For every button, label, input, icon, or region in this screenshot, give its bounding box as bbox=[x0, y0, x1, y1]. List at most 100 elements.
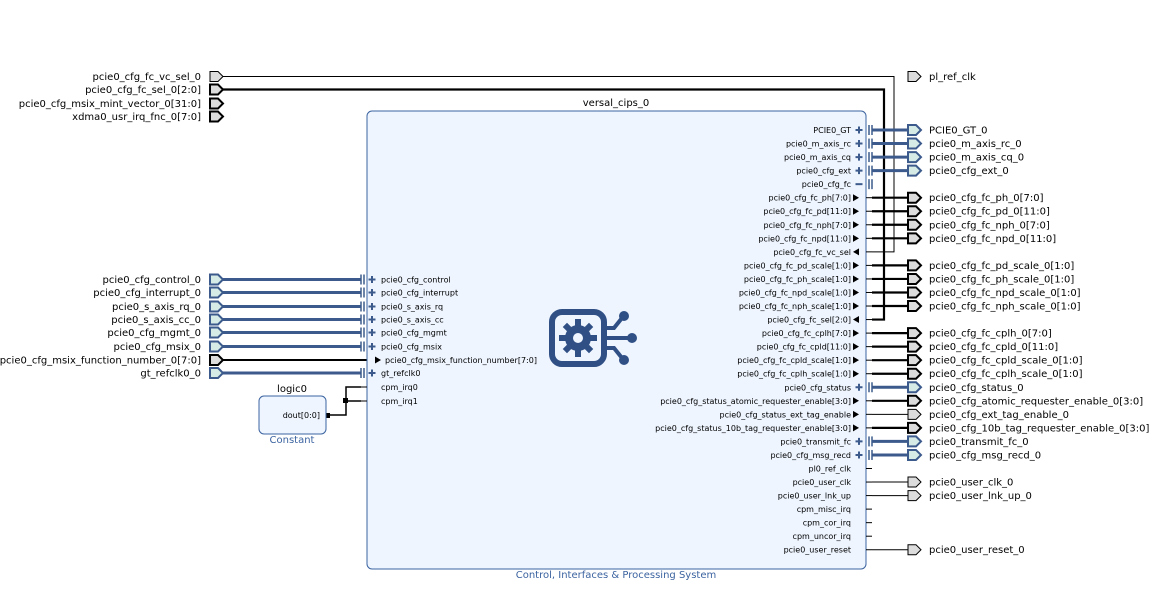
port-xdma0-usr-irq-fnc-0-7-0[interactable]: xdma0_usr_irq_fnc_0[7:0] bbox=[72, 110, 225, 124]
expand-plus-icon[interactable] bbox=[855, 451, 863, 459]
pin-left-pcie0-cfg-control[interactable]: pcie0_cfg_control bbox=[360, 274, 451, 285]
port-arrow-icon[interactable] bbox=[907, 367, 923, 380]
port-arrow-icon[interactable] bbox=[907, 408, 922, 420]
port-pcie0-cfg-fc-cplh-0-7-0[interactable]: pcie0_cfg_fc_cplh_0[7:0] bbox=[907, 327, 1052, 340]
pin-right-pcie0-cfg-fc-npd-scale-1-0[interactable]: pcie0_cfg_fc_npd_scale[1:0] bbox=[739, 288, 872, 297]
pin-right-pcie0-cfg-status-ext-tag-enable[interactable]: pcie0_cfg_status_ext_tag_enable bbox=[720, 410, 872, 419]
pin-right-pcie0-m-axis-rc[interactable]: pcie0_m_axis_rc bbox=[786, 138, 873, 149]
port-pcie0-cfg-msix-0[interactable]: pcie0_cfg_msix_0 bbox=[113, 340, 225, 354]
expand-plus-icon[interactable] bbox=[368, 369, 376, 377]
port-arrow-icon[interactable] bbox=[209, 326, 225, 339]
port-gt-refclk0-0[interactable]: gt_refclk0_0 bbox=[140, 367, 225, 380]
pin-right-pl0-ref-clk[interactable]: pl0_ref_clk bbox=[809, 465, 873, 474]
port-arrow-icon[interactable] bbox=[209, 286, 225, 299]
constant-block[interactable]: logic0 dout[0:0] Constant bbox=[258, 384, 327, 446]
pin-left-pcie0-s-axis-rq[interactable]: pcie0_s_axis_rq bbox=[360, 301, 443, 312]
port-pcie0-cfg-control-0[interactable]: pcie0_cfg_control_0 bbox=[102, 273, 225, 287]
pin-right-pcie0-cfg-fc-npd-11-0[interactable]: pcie0_cfg_fc_npd[11:0] bbox=[758, 234, 872, 243]
pin-right-pcie0-cfg-fc-vc-sel[interactable]: pcie0_cfg_fc_vc_sel bbox=[773, 248, 872, 257]
pin-right-pcie0-cfg-fc-cpld-scale-1-0[interactable]: pcie0_cfg_fc_cpld_scale[1:0] bbox=[737, 356, 872, 365]
pin-right-cpm-uncor-irq[interactable]: cpm_uncor_irq bbox=[793, 532, 872, 541]
port-pcie0-user-clk-0[interactable]: pcie0_user_clk_0 bbox=[907, 476, 1013, 489]
port-arrow-icon[interactable] bbox=[209, 300, 225, 313]
port-arrow-icon[interactable] bbox=[907, 124, 923, 136]
pin-right-pcie0-user-reset[interactable]: pcie0_user_reset bbox=[784, 546, 872, 555]
port-pcie0-cfg-ext-0[interactable]: pcie0_cfg_ext_0 bbox=[907, 164, 1009, 178]
port-arrow-icon[interactable] bbox=[907, 448, 923, 461]
port-pcie0-cfg-msix-mint-vector-0-31-0[interactable]: pcie0_cfg_msix_mint_vector_0[31:0] bbox=[19, 97, 225, 111]
port-pcie0-cfg-msg-recd-0[interactable]: pcie0_cfg_msg_recd_0 bbox=[907, 448, 1041, 462]
port-pcie0-cfg-fc-nph-0-7-0[interactable]: pcie0_cfg_fc_nph_0[7:0] bbox=[907, 218, 1050, 232]
expand-plus-icon[interactable] bbox=[855, 383, 863, 391]
port-pcie0-cfg-fc-cplh-scale-0-1-0[interactable]: pcie0_cfg_fc_cplh_scale_0[1:0] bbox=[907, 367, 1083, 381]
port-pcie0-cfg-fc-cpld-0-11-0[interactable]: pcie0_cfg_fc_cpld_0[11:0] bbox=[907, 340, 1058, 354]
port-arrow-icon[interactable] bbox=[907, 205, 923, 218]
port-pcie0-gt-0[interactable]: PCIE0_GT_0 bbox=[907, 124, 988, 137]
versal-cips-block[interactable]: versal_cips_0 Control, Interfaces & Proc… bbox=[366, 98, 867, 581]
port-arrow-icon[interactable] bbox=[209, 313, 225, 326]
port-arrow-icon[interactable] bbox=[209, 340, 225, 353]
port-arrow-icon[interactable] bbox=[209, 367, 225, 379]
port-arrow-icon[interactable] bbox=[907, 381, 923, 394]
port-pcie0-m-axis-rc-0[interactable]: pcie0_m_axis_rc_0 bbox=[907, 137, 1022, 151]
expand-plus-icon[interactable] bbox=[855, 167, 863, 175]
pin-right-pcie0-cfg-fc-pd-11-0[interactable]: pcie0_cfg_fc_pd[11:0] bbox=[763, 207, 872, 216]
port-pcie0-cfg-status-0[interactable]: pcie0_cfg_status_0 bbox=[907, 381, 1024, 394]
port-arrow-icon[interactable] bbox=[907, 191, 923, 204]
pin-right-pcie0-cfg-fc-cpld-11-0[interactable]: pcie0_cfg_fc_cpld[11:0] bbox=[757, 343, 872, 352]
port-arrow-icon[interactable] bbox=[907, 421, 923, 434]
pin-right-pcie0-cfg-status[interactable]: pcie0_cfg_status bbox=[784, 382, 873, 393]
port-pcie0-m-axis-cq-0[interactable]: pcie0_m_axis_cq_0 bbox=[907, 151, 1024, 164]
port-pcie0-cfg-fc-pd-0-11-0[interactable]: pcie0_cfg_fc_pd_0[11:0] bbox=[907, 205, 1050, 218]
pin-right-cpm-cor-irq[interactable]: cpm_cor_irq bbox=[803, 519, 872, 528]
pin-right-pcie0-cfg-fc-cplh-scale-1-0[interactable]: pcie0_cfg_fc_cplh_scale[1:0] bbox=[737, 370, 872, 379]
pin-right-pcie0-cfg-msg-recd[interactable]: pcie0_cfg_msg_recd bbox=[770, 449, 873, 460]
port-arrow-icon[interactable] bbox=[907, 544, 922, 556]
pin-right-pcie0-cfg-fc-pd-scale-1-0[interactable]: pcie0_cfg_fc_pd_scale[1:0] bbox=[744, 261, 872, 270]
port-arrow-icon[interactable] bbox=[907, 232, 923, 245]
port-pcie0-cfg-interrupt-0[interactable]: pcie0_cfg_interrupt_0 bbox=[93, 286, 225, 300]
port-arrow-icon[interactable] bbox=[907, 340, 923, 353]
expand-plus-icon[interactable] bbox=[368, 343, 376, 350]
port-arrow-icon[interactable] bbox=[209, 97, 225, 110]
port-arrow-icon[interactable] bbox=[907, 435, 923, 448]
pin-right-pcie0-cfg-fc-nph-7-0[interactable]: pcie0_cfg_fc_nph[7:0] bbox=[763, 221, 872, 230]
port-arrow-icon[interactable] bbox=[907, 259, 923, 272]
pin-right-pcie0-cfg-fc-ph-7-0[interactable]: pcie0_cfg_fc_ph[7:0] bbox=[769, 194, 872, 203]
port-pcie0-cfg-fc-pd-scale-0-1-0[interactable]: pcie0_cfg_fc_pd_scale_0[1:0] bbox=[907, 259, 1074, 272]
port-pcie0-cfg-msix-function-number-0-7-0[interactable]: pcie0_cfg_msix_function_number_0[7:0] bbox=[0, 354, 225, 367]
port-arrow-icon[interactable] bbox=[907, 164, 923, 177]
port-arrow-icon[interactable] bbox=[907, 300, 923, 313]
constant-block-body[interactable] bbox=[258, 395, 327, 435]
port-pcie0-cfg-fc-npd-0-11-0[interactable]: pcie0_cfg_fc_npd_0[11:0] bbox=[907, 232, 1056, 245]
pin-right-pcie0-user-clk[interactable]: pcie0_user_clk bbox=[793, 478, 872, 487]
port-pcie0-cfg-10b-tag-requester-enable-0-3-0[interactable]: pcie0_cfg_10b_tag_requester_enable_0[3:0… bbox=[907, 421, 1150, 435]
expand-plus-icon[interactable] bbox=[368, 289, 376, 296]
pin-left-pcie0-cfg-mgmt[interactable]: pcie0_cfg_mgmt bbox=[360, 327, 447, 338]
expand-plus-icon[interactable] bbox=[855, 153, 863, 161]
port-arrow-icon[interactable] bbox=[209, 83, 225, 96]
pin-left-pcie0-s-axis-cc[interactable]: pcie0_s_axis_cc bbox=[360, 314, 444, 325]
port-arrow-icon[interactable] bbox=[907, 490, 922, 502]
port-arrow-icon[interactable] bbox=[907, 71, 922, 82]
port-pcie0-transmit-fc-0[interactable]: pcie0_transmit_fc_0 bbox=[907, 435, 1029, 448]
port-pcie0-cfg-ext-tag-enable-0[interactable]: pcie0_cfg_ext_tag_enable_0 bbox=[907, 408, 1069, 421]
pin-left-cpm-irq0[interactable]: cpm_irq0 bbox=[361, 383, 418, 392]
pin-left-pcie0-cfg-interrupt[interactable]: pcie0_cfg_interrupt bbox=[360, 287, 458, 298]
port-arrow-icon[interactable] bbox=[907, 354, 923, 367]
port-arrow-icon[interactable] bbox=[907, 394, 923, 407]
pin-left-cpm-irq1[interactable]: cpm_irq1 bbox=[361, 397, 418, 406]
port-arrow-icon[interactable] bbox=[907, 286, 923, 299]
expand-plus-icon[interactable] bbox=[855, 126, 863, 134]
expand-plus-icon[interactable] bbox=[368, 316, 376, 323]
port-arrow-icon[interactable] bbox=[907, 476, 922, 488]
port-arrow-icon[interactable] bbox=[907, 327, 923, 340]
pin-left-gt-refclk0[interactable]: gt_refclk0 bbox=[360, 368, 420, 378]
pin-right-pcie0-cfg-ext[interactable]: pcie0_cfg_ext bbox=[796, 165, 873, 176]
expand-plus-icon[interactable] bbox=[368, 329, 376, 336]
pin-right-cpm-misc-irq[interactable]: cpm_misc_irq bbox=[797, 505, 872, 514]
expand-plus-icon[interactable] bbox=[855, 140, 863, 148]
pin-right-pcie0-cfg-fc[interactable]: pcie0_cfg_fc bbox=[802, 179, 873, 190]
pin-right-pcie0-cfg-fc-nph-scale-1-0[interactable]: pcie0_cfg_fc_nph_scale[1:0] bbox=[739, 302, 872, 311]
port-arrow-icon[interactable] bbox=[907, 218, 923, 231]
